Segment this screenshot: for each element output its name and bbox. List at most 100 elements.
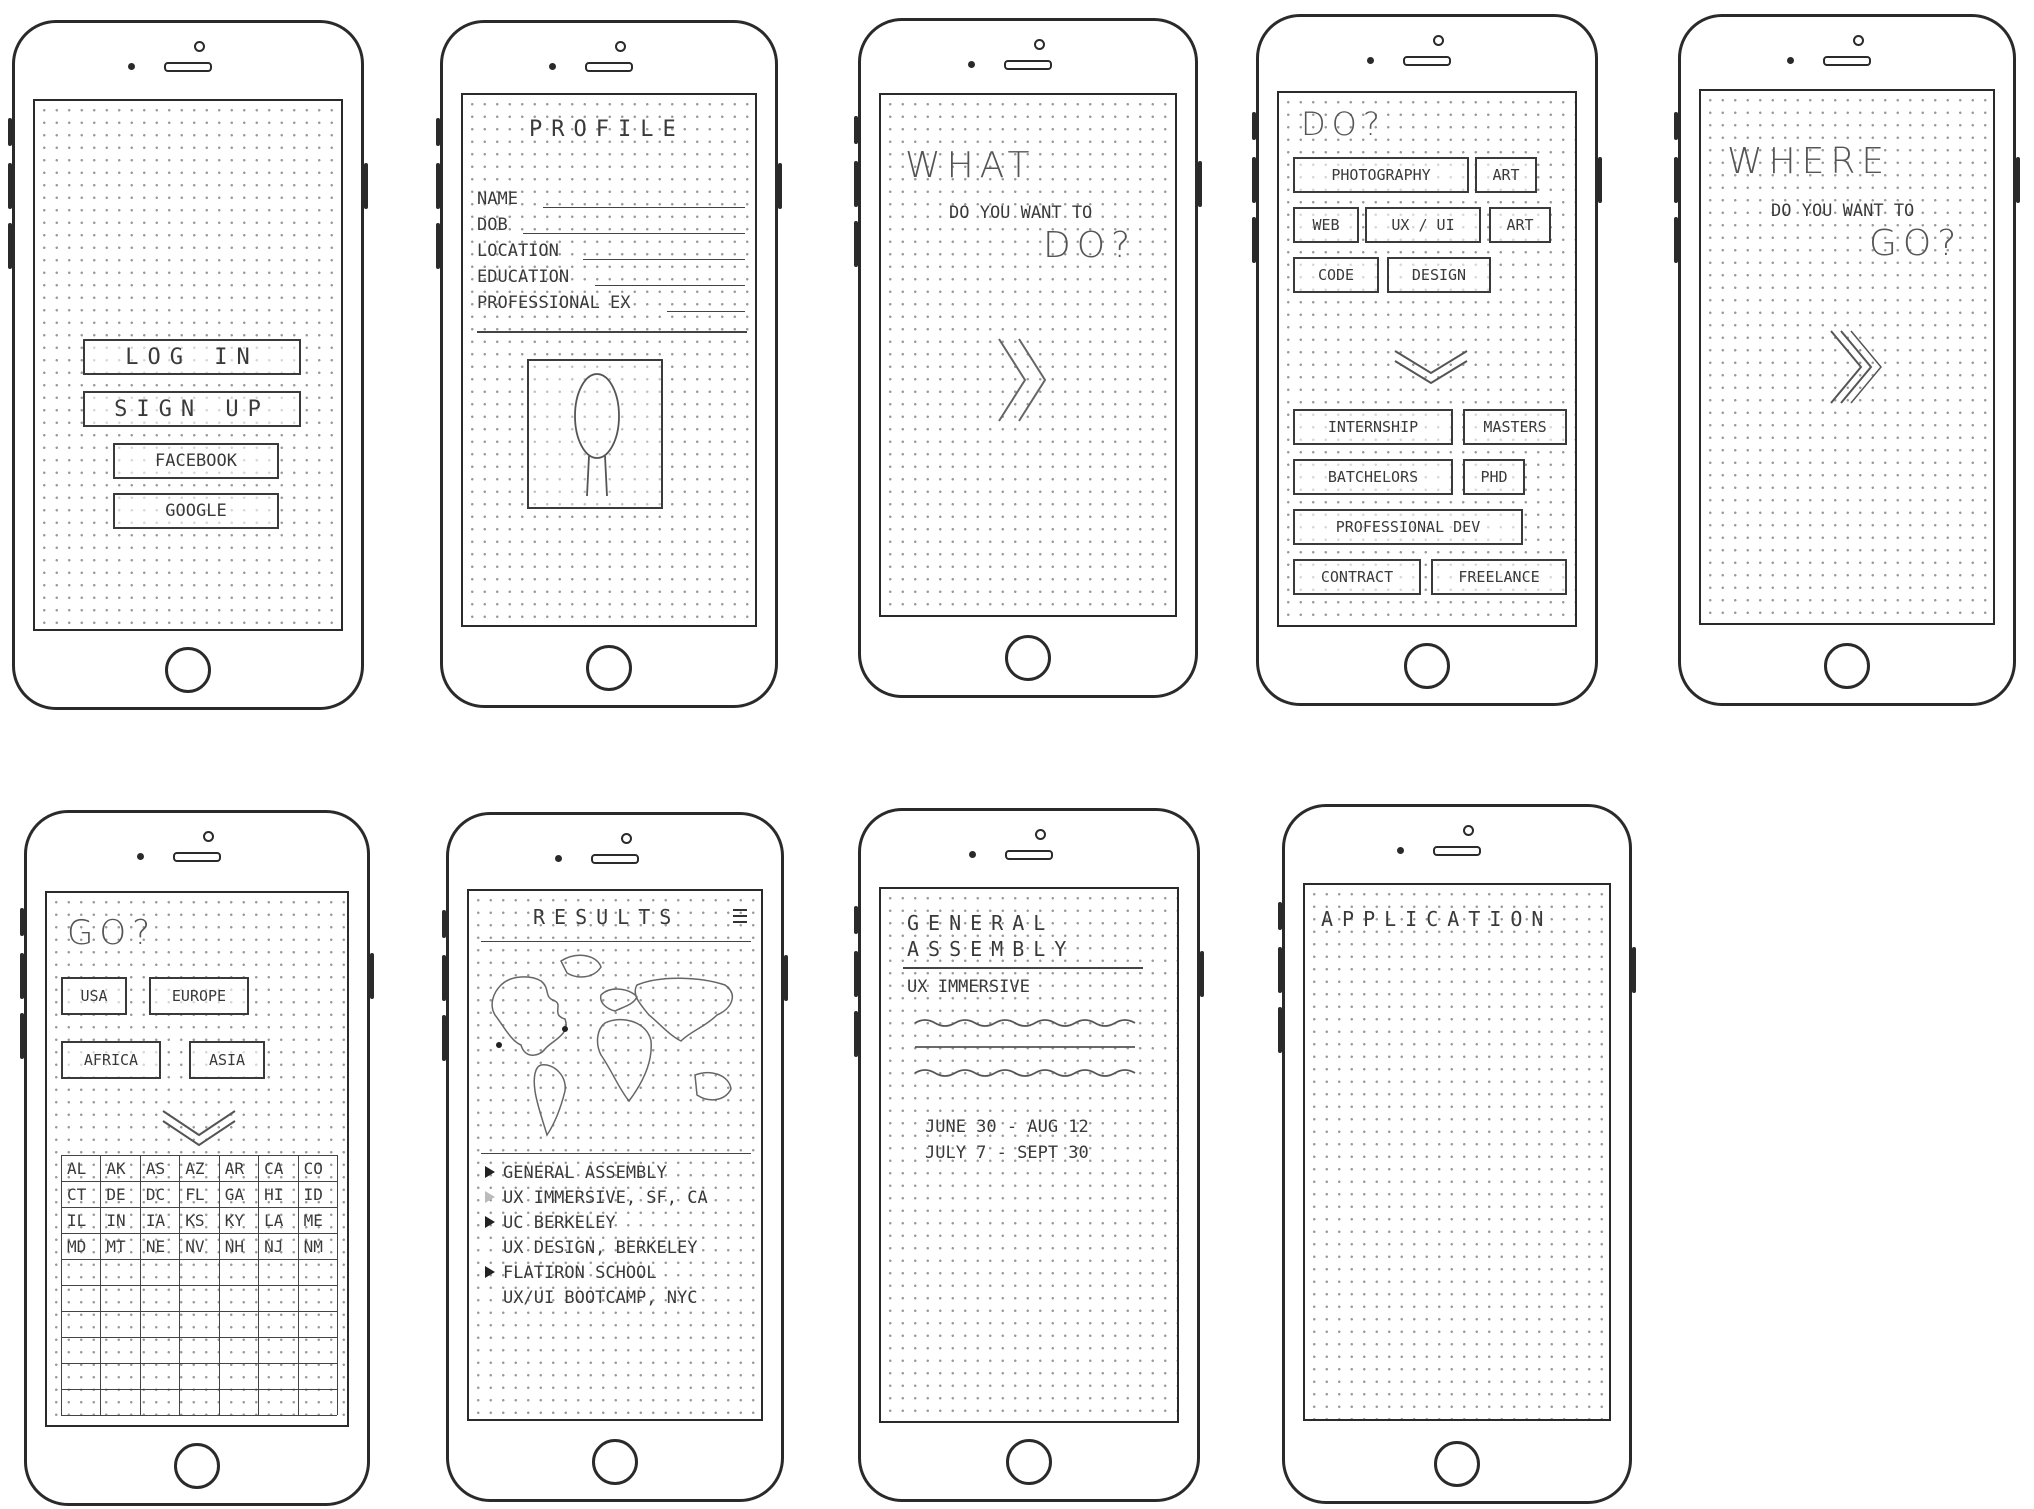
page-title: GENERAL <box>907 911 1055 935</box>
state-cell[interactable]: ID <box>303 1185 323 1204</box>
region-chip[interactable]: EUROPE <box>149 977 249 1015</box>
state-cell[interactable]: IN <box>106 1211 126 1230</box>
home-button[interactable] <box>174 1443 220 1489</box>
state-cell[interactable]: GA <box>224 1185 244 1204</box>
home-button[interactable] <box>592 1439 638 1485</box>
photo-frame[interactable] <box>527 359 663 509</box>
sensor-dot <box>549 63 556 70</box>
state-cell[interactable]: DE <box>106 1185 126 1204</box>
state-cell[interactable]: AS <box>145 1159 166 1178</box>
divider <box>903 967 1143 969</box>
state-cell[interactable]: DC <box>145 1185 166 1204</box>
page-title: DO? <box>1301 105 1386 143</box>
profile-field-input[interactable] <box>523 233 745 234</box>
result-text: FLATIRON SCHOOL <box>503 1263 657 1283</box>
state-cell[interactable]: CA <box>264 1159 284 1178</box>
interest-chip[interactable]: ART <box>1489 207 1551 243</box>
chevron-right-icon[interactable] <box>1827 327 1887 407</box>
program-chip[interactable]: PHD <box>1463 459 1525 495</box>
world-map[interactable] <box>481 945 751 1145</box>
result-item[interactable]: GENERAL ASSEMBLY <box>485 1163 667 1183</box>
profile-field-input[interactable] <box>595 285 745 286</box>
login-button[interactable]: LOG IN <box>83 339 301 375</box>
program-chip[interactable]: INTERNSHIP <box>1293 409 1453 445</box>
home-button[interactable] <box>1404 643 1450 689</box>
result-subitem[interactable]: UX IMMERSIVE, SF, CA <box>485 1188 708 1208</box>
signup-button[interactable]: SIGN UP <box>83 391 301 427</box>
region-chip[interactable]: USA <box>61 977 127 1015</box>
chevron-down-icon[interactable] <box>159 1107 239 1151</box>
camera-icon <box>1035 829 1046 840</box>
date-range[interactable]: JULY 7 - SEPT 30 <box>925 1143 1089 1163</box>
program-chip[interactable]: MASTERS <box>1463 409 1567 445</box>
profile-field-input[interactable] <box>667 311 745 312</box>
state-cell[interactable]: IL <box>67 1211 87 1230</box>
result-item[interactable]: FLATIRON SCHOOL <box>485 1263 657 1283</box>
page-title: RESULTS <box>533 905 681 929</box>
grid-line <box>61 1389 337 1390</box>
state-cell[interactable]: NE <box>145 1237 166 1256</box>
state-cell[interactable]: AZ <box>185 1159 205 1178</box>
state-cell[interactable]: AK <box>106 1159 126 1178</box>
grid-line <box>61 1415 337 1416</box>
region-chip[interactable]: ASIA <box>189 1041 265 1079</box>
screen-where: WHERE DO YOU WANT TO GO? <box>1699 89 1995 625</box>
state-cell[interactable]: HI <box>264 1185 284 1204</box>
camera-icon <box>1463 825 1474 836</box>
state-cell[interactable]: KS <box>185 1211 205 1230</box>
state-cell[interactable]: ME <box>303 1211 323 1230</box>
result-text: GENERAL ASSEMBLY <box>503 1163 667 1183</box>
profile-field-label: PROFESSIONAL EX <box>477 293 631 313</box>
state-cell[interactable]: NV <box>185 1237 205 1256</box>
interest-chip[interactable]: WEB <box>1293 207 1359 243</box>
interest-chip[interactable]: UX / UI <box>1365 207 1481 243</box>
state-cell[interactable]: MT <box>106 1237 126 1256</box>
state-cell[interactable]: NH <box>224 1237 244 1256</box>
google-button[interactable]: GOOGLE <box>113 493 279 529</box>
date-range[interactable]: JUNE 30 - AUG 12 <box>925 1117 1089 1137</box>
state-cell[interactable]: CO <box>303 1159 323 1178</box>
state-cell[interactable]: MD <box>67 1237 87 1256</box>
chevron-right-icon[interactable] <box>995 335 1055 425</box>
program-chip[interactable]: PROFESSIONAL DEV <box>1293 509 1523 545</box>
interest-chip[interactable]: PHOTOGRAPHY <box>1293 157 1469 193</box>
menu-icon[interactable] <box>733 909 747 923</box>
state-cell[interactable]: IA <box>145 1211 166 1230</box>
prompt-subtitle: DO YOU WANT TO <box>949 203 1093 223</box>
program-name: UX IMMERSIVE <box>907 977 1030 997</box>
state-cell[interactable]: CT <box>67 1185 87 1204</box>
interest-chip[interactable]: DESIGN <box>1387 257 1491 293</box>
chevron-down-icon[interactable] <box>1391 347 1471 387</box>
home-button[interactable] <box>586 645 632 691</box>
home-button[interactable] <box>1824 643 1870 689</box>
state-cell[interactable]: KY <box>224 1211 244 1230</box>
home-button[interactable] <box>165 647 211 693</box>
home-button[interactable] <box>1006 1439 1052 1485</box>
prompt-where: WHERE <box>1727 141 1891 182</box>
program-chip[interactable]: CONTRACT <box>1293 559 1421 595</box>
result-item[interactable]: UC BERKELEY <box>485 1213 616 1233</box>
state-cell[interactable]: NJ <box>264 1237 284 1256</box>
state-cell[interactable]: LA <box>264 1211 284 1230</box>
result-subitem[interactable]: UX DESIGN, BERKELEY <box>485 1238 697 1258</box>
profile-field-input[interactable] <box>543 207 745 208</box>
state-cell[interactable]: AR <box>224 1159 244 1178</box>
interest-chip[interactable]: CODE <box>1293 257 1379 293</box>
home-button[interactable] <box>1005 635 1051 681</box>
region-chip[interactable]: AFRICA <box>61 1041 161 1079</box>
state-cell[interactable]: FL <box>185 1185 205 1204</box>
profile-field-input[interactable] <box>583 259 745 260</box>
state-cell[interactable]: NM <box>303 1237 323 1256</box>
facebook-button[interactable]: FACEBOOK <box>113 443 279 479</box>
result-subitem[interactable]: UX/UI BOOTCAMP, NYC <box>485 1288 697 1308</box>
state-cell[interactable]: AL <box>67 1159 87 1178</box>
bullet-icon <box>485 1216 495 1228</box>
page-title: PROFILE <box>529 117 685 142</box>
program-chip[interactable]: FREELANCE <box>1431 559 1567 595</box>
interest-chip[interactable]: ART <box>1475 157 1537 193</box>
speaker-slot <box>585 62 633 72</box>
home-button[interactable] <box>1434 1441 1480 1487</box>
program-chip[interactable]: BATCHELORS <box>1293 459 1453 495</box>
